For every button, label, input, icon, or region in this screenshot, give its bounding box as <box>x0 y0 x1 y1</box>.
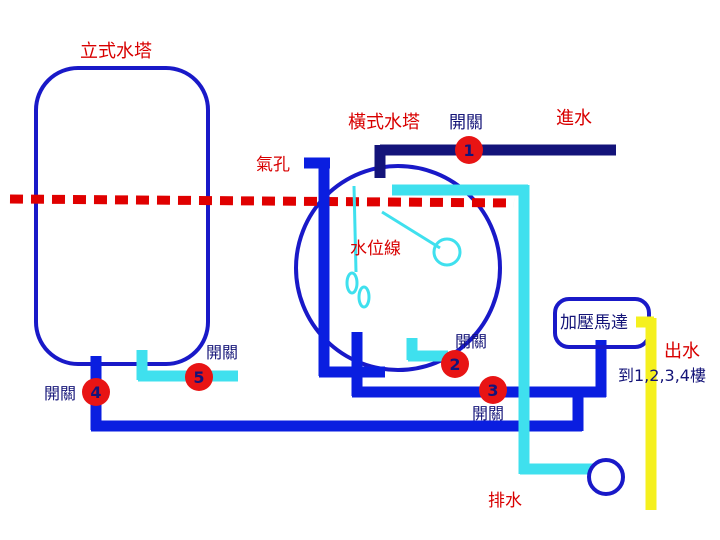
inlet-label: 進水 <box>556 108 592 129</box>
outlet-floors-label: 到1,2,3,4樓 <box>618 366 706 385</box>
valve-1: 1 <box>455 136 483 164</box>
main-blue-piping <box>90 157 607 432</box>
valve-3: 3 <box>479 376 507 404</box>
switch-2-label: 開關 <box>455 332 487 351</box>
valve-2: 2 <box>441 350 469 378</box>
valve-5-number: 5 <box>193 368 204 387</box>
valve-4-number: 4 <box>90 383 101 402</box>
drain-outlet <box>587 458 625 496</box>
horizontal-tank <box>294 164 502 372</box>
switch-3-label: 開關 <box>472 404 504 423</box>
float-mechanism <box>345 185 462 309</box>
horizontal-tank-label: 橫式水塔 <box>348 112 420 133</box>
inlet-pipe <box>374 144 616 178</box>
switch-5-label: 開關 <box>206 343 238 362</box>
outlet-pipe <box>636 316 657 510</box>
vertical-tank-label: 立式水塔 <box>80 41 152 62</box>
switch-4-label: 開關 <box>44 384 76 403</box>
water-level-line-label: 水位線 <box>350 239 401 259</box>
vertical-tank <box>34 66 210 366</box>
pump-label: 加壓馬達 <box>560 313 628 333</box>
valve-3-number: 3 <box>487 381 498 400</box>
outlet-label: 出水 <box>664 341 700 362</box>
valve-4: 4 <box>82 378 110 406</box>
valve-2-number: 2 <box>449 355 460 374</box>
water-level-dashed-line <box>9 194 515 208</box>
valve-5: 5 <box>185 363 213 391</box>
air-hole-label: 氣孔 <box>256 155 290 175</box>
valve-1-number: 1 <box>463 141 474 160</box>
switch-1-label: 開關 <box>449 113 483 133</box>
drain-label: 排水 <box>488 491 522 511</box>
